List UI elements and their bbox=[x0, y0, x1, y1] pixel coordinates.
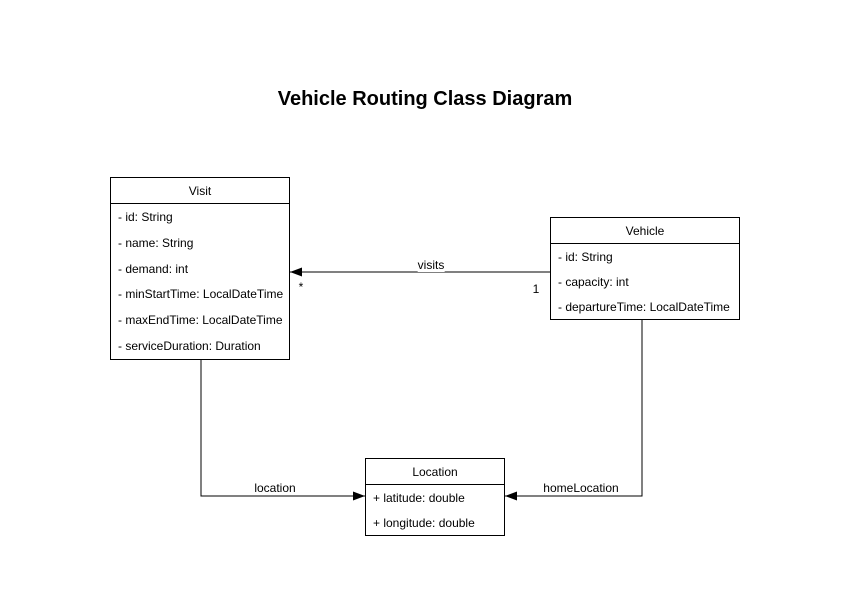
class-attribute: - id: String bbox=[558, 249, 613, 264]
class-visit: Visit - id: String - name: String - dema… bbox=[110, 177, 290, 360]
class-name-location: Location bbox=[366, 459, 504, 485]
class-attrs-visit: - id: String - name: String - demand: in… bbox=[111, 204, 289, 359]
class-attribute: - departureTime: LocalDateTime bbox=[558, 299, 730, 314]
multiplicity-star: * bbox=[298, 280, 304, 294]
class-attribute: - capacity: int bbox=[558, 274, 629, 289]
location-association-label: location bbox=[254, 481, 296, 495]
diagram-title: Vehicle Routing Class Diagram bbox=[277, 88, 573, 110]
class-attribute: - minStartTime: LocalDateTime bbox=[118, 287, 284, 302]
class-attribute: + latitude: double bbox=[373, 490, 465, 505]
location-association-line bbox=[200, 360, 365, 501]
class-attrs-vehicle: - id: String - capacity: int - departure… bbox=[551, 244, 739, 319]
multiplicity-one: 1 bbox=[532, 282, 540, 296]
class-name-visit: Visit bbox=[111, 178, 289, 204]
class-attribute: + longitude: double bbox=[373, 515, 475, 530]
class-attribute: - serviceDuration: Duration bbox=[118, 339, 261, 354]
visits-association-label: visits bbox=[417, 258, 445, 272]
class-location: Location + latitude: double + longitude:… bbox=[365, 458, 505, 536]
class-attrs-location: + latitude: double + longitude: double bbox=[366, 485, 504, 535]
class-attribute: - demand: int bbox=[118, 261, 189, 276]
homelocation-association-label: homeLocation bbox=[543, 481, 619, 495]
class-attribute: - maxEndTime: LocalDateTime bbox=[118, 313, 283, 328]
homelocation-association-line bbox=[505, 320, 643, 501]
class-attribute: - name: String bbox=[118, 235, 194, 250]
class-vehicle: Vehicle - id: String - capacity: int - d… bbox=[550, 217, 740, 320]
class-name-vehicle: Vehicle bbox=[551, 218, 739, 244]
class-attribute: - id: String bbox=[118, 209, 173, 224]
